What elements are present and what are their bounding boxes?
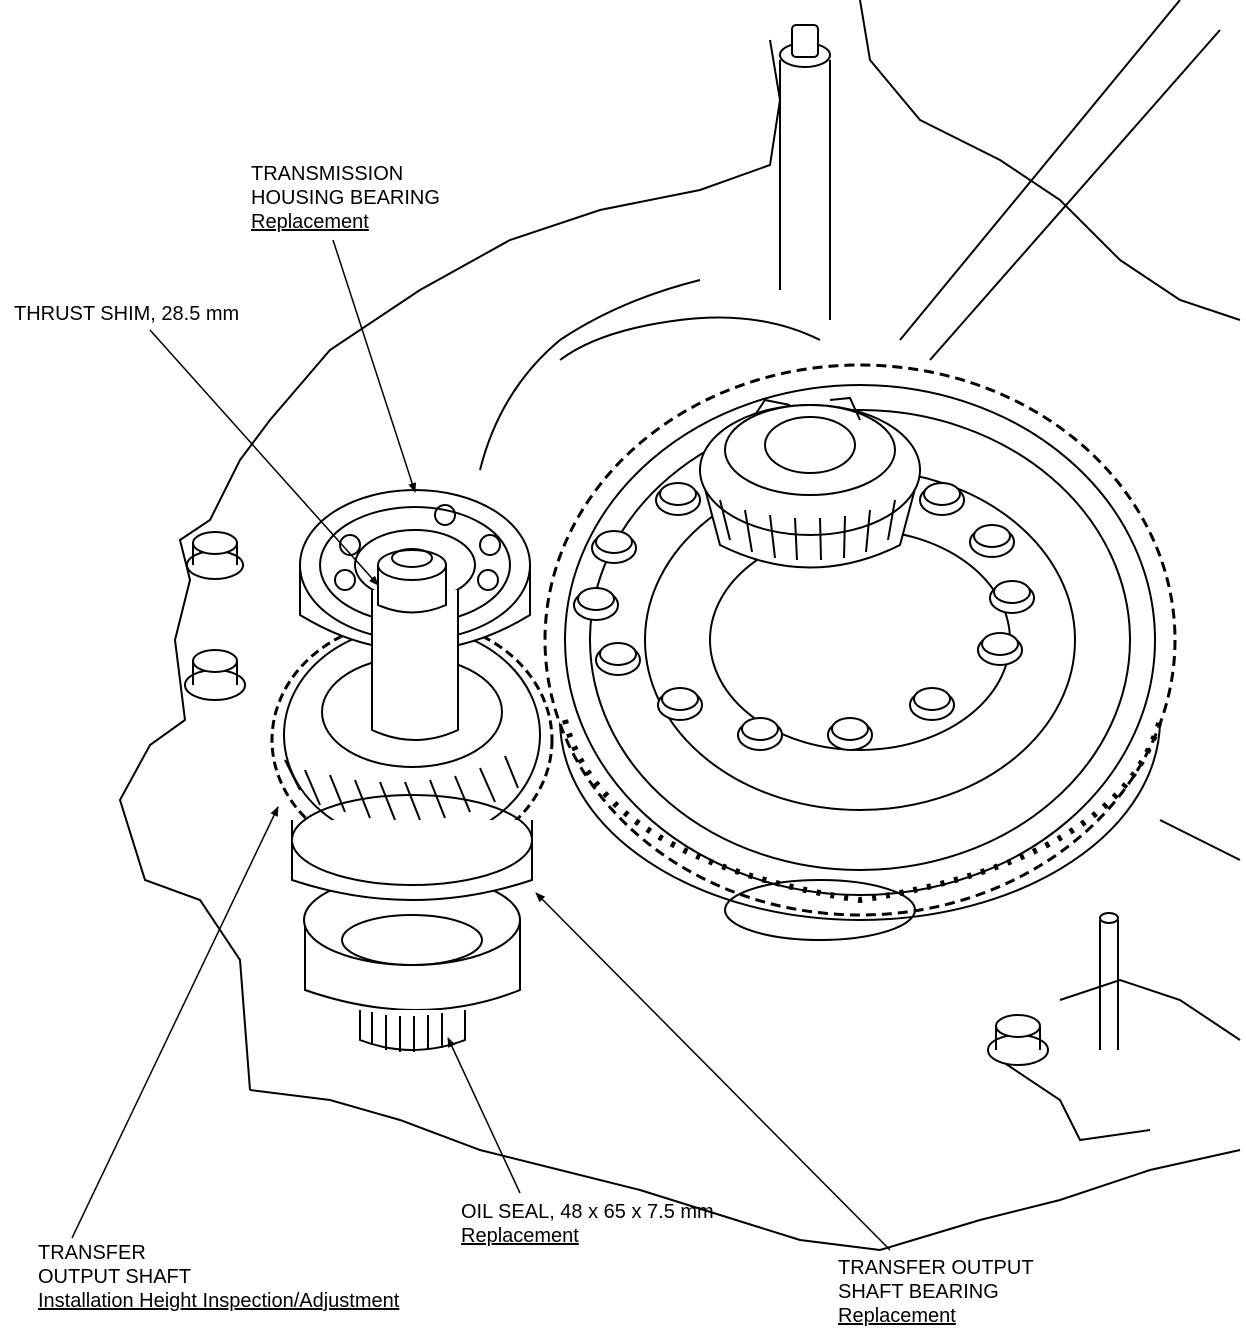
ring-bolt (969, 524, 1015, 558)
label-line: THRUST SHIM, 28.5 mm (14, 303, 240, 325)
leader-housing-bearing (332, 239, 417, 493)
leader-lines (71, 239, 891, 1251)
leader-output-shaft-bearing (535, 892, 891, 1251)
case-bolt (987, 1014, 1049, 1066)
label-oil-seal: OIL SEAL, 48 x 65 x 7.5 mm Replacement (461, 1200, 714, 1248)
ring-bolt (989, 580, 1035, 614)
case-bolt (184, 649, 246, 701)
case-bolts (184, 531, 1049, 1066)
final-drive-gear (543, 363, 1177, 941)
label-line: TRANSMISSION (251, 163, 404, 185)
leader-thrust-shim (149, 329, 379, 586)
case-bolt (186, 531, 244, 580)
output-shaft (371, 548, 459, 741)
label-transfer-output-shaft-bearing: TRANSFER OUTPUT SHAFT BEARING Replacemen… (838, 1256, 1034, 1328)
label-transfer-output-shaft: TRANSFER OUTPUT SHAFT Installation Heigh… (38, 1241, 399, 1313)
ring-bolt (591, 530, 637, 564)
label-action: Replacement (838, 1305, 956, 1327)
ring-gear-bolts (573, 482, 1035, 751)
ring-bolt (919, 482, 965, 516)
ring-bolt (737, 717, 783, 751)
label-line: TRANSFER (38, 1242, 146, 1264)
differential-bearing (699, 396, 921, 569)
upper-rods (779, 0, 1221, 1050)
label-thrust-shim: THRUST SHIM, 28.5 mm (14, 302, 239, 326)
label-line: HOUSING BEARING (251, 187, 440, 209)
label-line: OUTPUT SHAFT (38, 1266, 191, 1288)
ring-bolt (655, 482, 701, 516)
ring-bolt (977, 632, 1023, 666)
label-transmission-housing-bearing: TRANSMISSION HOUSING BEARING Replacement (251, 162, 440, 234)
leader-oil-seal (447, 1037, 521, 1194)
label-action: Installation Height Inspection/Adjustmen… (38, 1290, 400, 1312)
ring-bolt (595, 642, 641, 676)
leader-output-shaft (71, 806, 279, 1239)
label-line: SHAFT BEARING (838, 1281, 999, 1303)
label-line: TRANSFER OUTPUT (838, 1257, 1034, 1279)
ring-bolt (657, 687, 703, 721)
ring-bolt (827, 717, 873, 751)
output-shaft-bearing (291, 794, 533, 1052)
ring-bolt (909, 687, 955, 721)
ring-bolt (573, 587, 619, 621)
transmission-case (118, 0, 1241, 1251)
label-line: OIL SEAL, 48 x 65 x 7.5 mm (461, 1201, 714, 1223)
label-action: Replacement (251, 211, 369, 233)
label-action: Replacement (461, 1225, 579, 1247)
